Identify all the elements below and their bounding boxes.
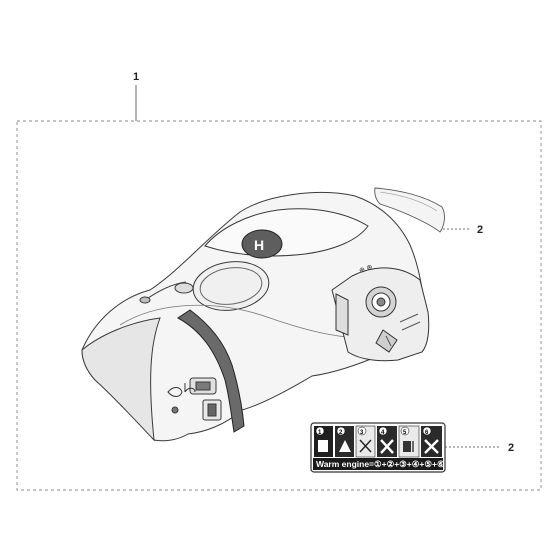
assembly-boundary	[16, 120, 542, 491]
decal-pictograms	[318, 439, 439, 454]
warning-decal: 1 2 3 4 5 6 Warm engine=①+②+③+④+⑤+⑥	[310, 422, 446, 473]
decal-warm-engine-text: Warm engine=①+②+③+④+⑤+⑥	[316, 459, 445, 469]
decal-strip	[374, 187, 445, 233]
svg-text:6: 6	[425, 430, 429, 436]
callout-2-top-label: 2	[477, 224, 483, 236]
svg-text:2: 2	[339, 430, 343, 436]
side-panel: ⊕ ⊗	[331, 264, 430, 362]
svg-text:⊕ ⊗: ⊕ ⊗	[358, 264, 373, 275]
svg-text:5: 5	[403, 430, 407, 436]
callout-1-label: 1	[133, 71, 139, 83]
svg-text:3: 3	[360, 430, 364, 436]
decal-step-numbers: 1 2 3 4 5 6	[315, 426, 432, 436]
svg-text:H: H	[254, 237, 264, 253]
svg-text:1: 1	[318, 430, 322, 436]
svg-text:4: 4	[381, 430, 385, 436]
callout-2-bottom-label: 2	[508, 442, 514, 454]
